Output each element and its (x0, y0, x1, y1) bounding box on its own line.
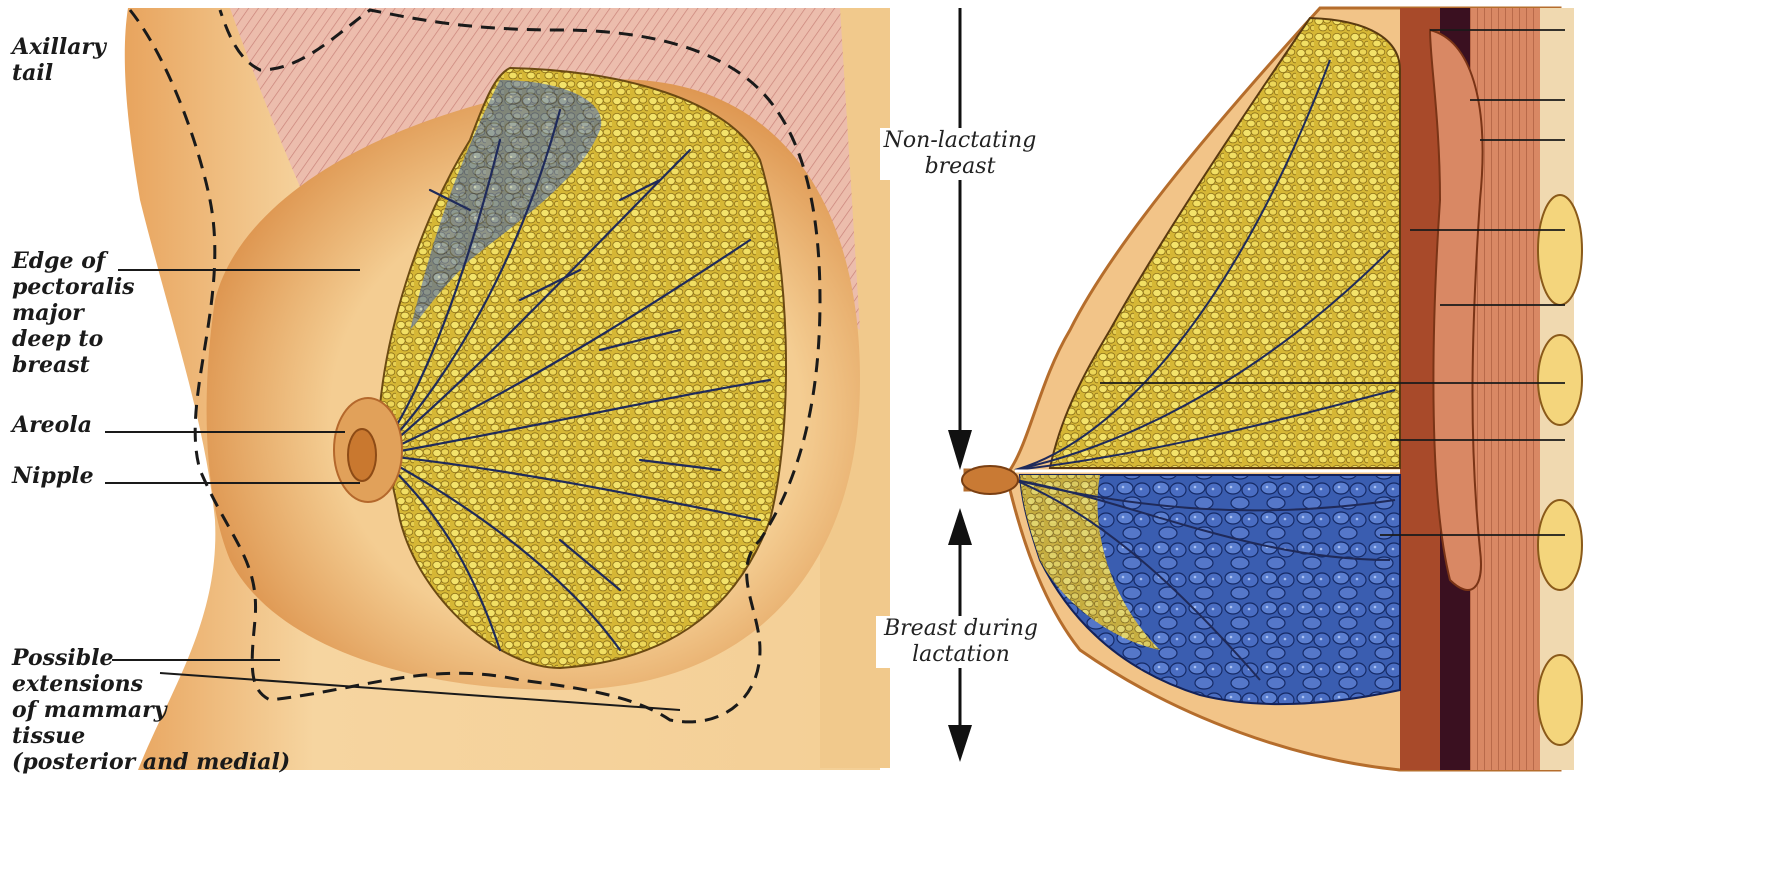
label-breast-during-lactation: Breast during lactation (876, 616, 1046, 668)
non-lactating-gland (1050, 18, 1400, 468)
label-line: tail (12, 60, 106, 86)
label-line: deep to (12, 326, 135, 352)
label-line: breast (12, 352, 135, 378)
rib-4 (1538, 655, 1582, 745)
nipple-shape (348, 429, 376, 481)
label-line: of mammary (12, 697, 290, 723)
label-nipple: Nipple (12, 463, 94, 489)
rib-2 (1538, 335, 1582, 425)
label-possible-extensions: Possible extensions of mammary tissue (p… (12, 645, 290, 775)
label-line: Possible (12, 645, 290, 671)
label-axillary-tail: Axillary tail (12, 34, 106, 86)
intercostal-muscle (1430, 30, 1483, 590)
label-line: Non-lactating (880, 128, 1040, 154)
non-lactating-arrowhead (948, 430, 972, 470)
label-line: lactation (876, 642, 1046, 668)
label-line: breast (880, 154, 1040, 180)
label-areola: Areola (12, 412, 92, 438)
label-line: Edge of (12, 248, 135, 274)
rib-3 (1538, 500, 1582, 590)
label-edge-of-pectoralis: Edge of pectoralis major deep to breast (12, 248, 135, 378)
label-line: pectoralis (12, 274, 135, 300)
lactation-arrowhead-up (948, 508, 972, 545)
label-line: (posterior and medial) (12, 749, 290, 775)
label-line: tissue (12, 723, 290, 749)
right-sagittal-view (962, 8, 1582, 770)
label-line: Axillary (12, 34, 106, 60)
lactation-arrowhead-down (948, 725, 972, 762)
label-line: major (12, 300, 135, 326)
rib-1 (1538, 195, 1582, 305)
sagittal-nipple (962, 466, 1018, 494)
label-line: Breast during (876, 616, 1046, 642)
label-non-lactating-breast: Non-lactating breast (880, 128, 1040, 180)
label-line: extensions (12, 671, 290, 697)
